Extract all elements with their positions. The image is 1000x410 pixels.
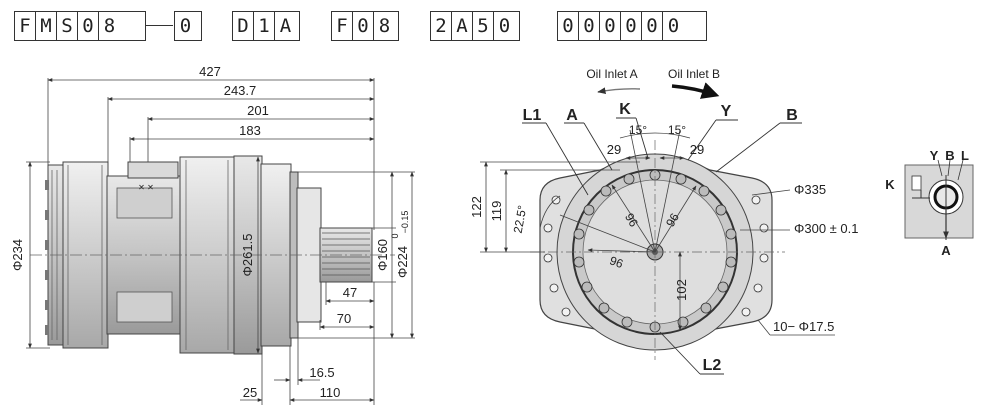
port-a-label: A <box>566 107 578 124</box>
code-char: S <box>57 12 78 40</box>
code-char: F <box>332 12 353 40</box>
dim-phi234: Φ234 <box>10 239 25 271</box>
code-char: 8 <box>378 15 391 37</box>
code-char: M <box>36 12 57 40</box>
code-char: D <box>233 12 254 40</box>
code-char: F <box>15 12 36 40</box>
dim-phi300: Φ300 ± 0.1 <box>794 221 859 236</box>
port-y-label: Y <box>721 103 732 120</box>
dim-119: 119 <box>489 201 504 222</box>
oil-inlet-b-arrow <box>671 82 720 99</box>
port-l2-label: L2 <box>703 357 722 374</box>
dim-201: 201 <box>247 103 269 118</box>
code-char: 0 <box>78 12 99 40</box>
code-char: 0 <box>642 12 663 40</box>
code-char: A <box>279 15 292 37</box>
flange-bolt-holes <box>543 195 769 317</box>
dim-phi261-5: Φ261.5 <box>240 234 255 277</box>
code-group-2: 0 <box>174 11 202 41</box>
port-b-label: B <box>786 107 798 124</box>
dim-25: 25 <box>243 385 257 400</box>
dim-96-c: 96 <box>608 253 626 271</box>
dim-70: 70 <box>337 311 351 326</box>
side-view: ✕ ✕ <box>10 64 415 405</box>
code-char: 1 <box>254 12 275 40</box>
oil-inlet-a-arrow <box>597 87 641 94</box>
port-detail-view: Y B L K A <box>885 148 974 258</box>
dim-phi335: Φ335 <box>794 182 826 197</box>
dim-phi160: Φ160 <box>375 239 390 271</box>
detail-l-label: L <box>961 148 969 163</box>
detail-y-label: Y <box>930 148 939 163</box>
valve-window-2 <box>116 291 173 323</box>
code-char: 8 <box>103 15 116 37</box>
code-char: 0 <box>179 15 192 37</box>
dim-122: 122 <box>469 196 484 218</box>
dim-96-a: 96 <box>622 211 641 230</box>
code-char: 0 <box>558 12 579 40</box>
code-char: 0 <box>498 15 511 37</box>
valve-block-top <box>127 161 179 179</box>
dim-bolt-holes: 10− Φ17.5 <box>773 319 834 334</box>
dim-phi224-tol-upper: 0 <box>390 233 400 238</box>
code-char: 0 <box>353 12 374 40</box>
angle-22-5: 22.5° <box>511 204 530 234</box>
front-view: Oil Inlet A Oil Inlet B L1 A K Y B L2 15… <box>469 67 859 375</box>
code-char: 0 <box>579 12 600 40</box>
dim-phi224: Φ224 <box>395 246 410 278</box>
code-char: 0 <box>667 15 680 37</box>
detail-k-label: K <box>885 177 895 192</box>
port-k-label: K <box>619 101 631 118</box>
port-l1-label: L1 <box>523 107 542 124</box>
dim-96-b: 96 <box>663 210 682 229</box>
code-char: 0 <box>600 12 621 40</box>
dim-183: 183 <box>239 123 261 138</box>
code-dash <box>145 25 173 27</box>
code-char: A <box>452 12 473 40</box>
detail-a-label: A <box>941 243 951 258</box>
dim-29-right: 29 <box>690 142 704 157</box>
dim-427: 427 <box>199 64 221 79</box>
detail-k-fitting <box>911 175 922 191</box>
valve-window-1 <box>116 187 173 219</box>
code-char: 5 <box>473 12 494 40</box>
angle-15-left: 15° <box>629 123 647 137</box>
oil-inlet-b-label: Oil Inlet B <box>668 67 720 81</box>
dim-16-5: 16.5 <box>309 365 334 380</box>
oil-inlet-a-label: Oil Inlet A <box>586 67 637 81</box>
detail-b-label: B <box>945 148 954 163</box>
code-char: 2 <box>431 12 452 40</box>
dim-47: 47 <box>343 285 357 300</box>
dim-phi224-tol-lower: −0.15 <box>400 211 410 234</box>
valve-marking: ✕ ✕ <box>138 183 154 192</box>
dim-243-7: 243.7 <box>224 83 257 98</box>
dim-29-left: 29 <box>607 142 621 157</box>
angle-15-right: 15° <box>668 123 686 137</box>
dim-102: 102 <box>674 279 689 301</box>
code-char: 0 <box>621 12 642 40</box>
dim-110: 110 <box>320 385 341 400</box>
